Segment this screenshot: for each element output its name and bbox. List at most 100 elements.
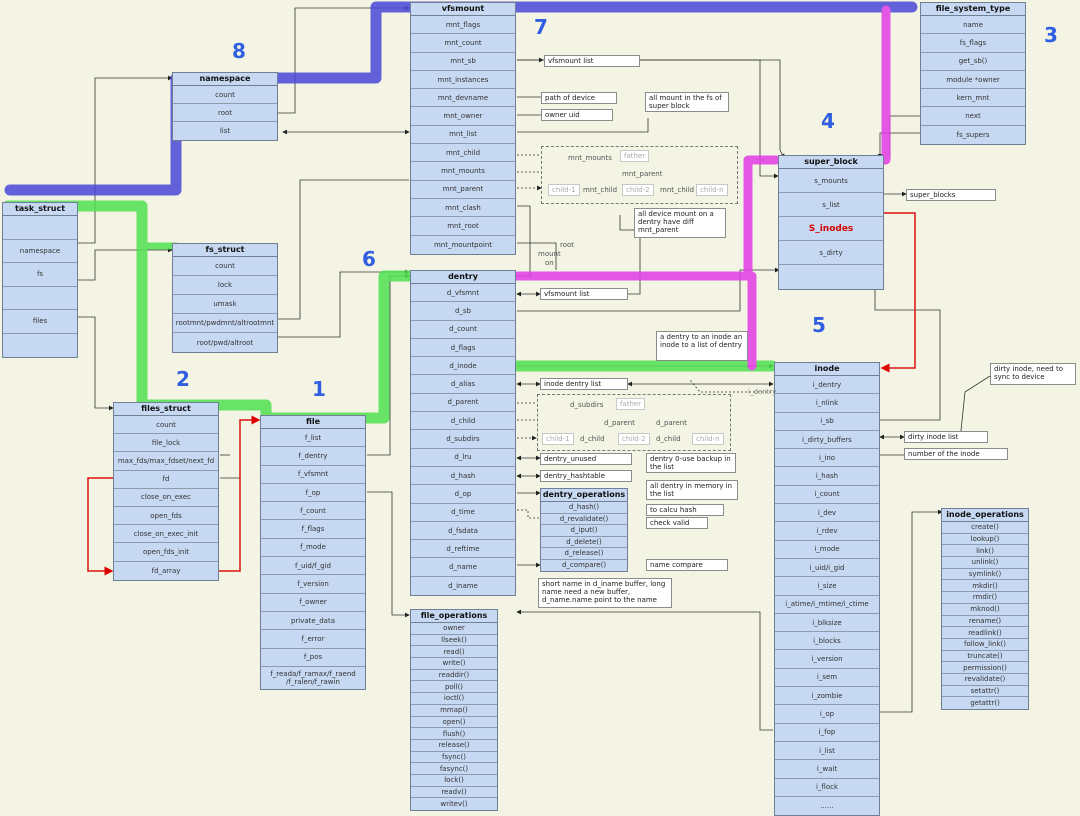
dentry-field: d_iname bbox=[448, 581, 478, 590]
fs-struct-title: fs_struct bbox=[173, 244, 277, 257]
file-system-type-field: next bbox=[921, 107, 1025, 126]
file-field: f_mode bbox=[261, 539, 365, 558]
file-operations-field: release() bbox=[411, 740, 497, 752]
super-block-field: s_list bbox=[779, 193, 883, 217]
dentry-field: d_fsdata bbox=[411, 522, 515, 541]
vfsmount-field: mnt_sb bbox=[411, 53, 515, 71]
note-name-compare: name compare bbox=[646, 559, 728, 571]
note-vfsmount-list: vfsmount list bbox=[544, 55, 640, 67]
vfsmount-field: mnt_count bbox=[411, 34, 515, 53]
file-field: f_op bbox=[261, 484, 365, 503]
file-field: f_version bbox=[261, 575, 365, 594]
inode-field: i_uid/i_gid bbox=[775, 559, 879, 578]
dentry-operations-field: d_compare() bbox=[561, 561, 607, 570]
fs-struct-field: lock bbox=[173, 276, 277, 295]
fs-struct-field: root/pwd/altroot bbox=[196, 338, 254, 347]
marker-2: 2 bbox=[176, 367, 190, 391]
note-inode-dentry-list: inode dentry list bbox=[540, 378, 628, 390]
mnt-tree-father: father bbox=[620, 150, 650, 162]
mnt-tree-childn: child-n bbox=[696, 184, 728, 196]
dentry-operations-field: d_revalidate() bbox=[541, 514, 627, 525]
file-system-type-field: module *owner bbox=[921, 71, 1025, 90]
dentry-field: d_reftime bbox=[411, 540, 515, 559]
inode-field: i_sem bbox=[775, 669, 879, 688]
file-operations-field: fasync() bbox=[411, 763, 497, 775]
task-struct-field bbox=[3, 216, 77, 240]
note-short-name: short name in d_iname buffer, long name … bbox=[538, 578, 672, 608]
inode-field: i_dev bbox=[775, 504, 879, 523]
dentry-field: d_vfsmnt bbox=[411, 284, 515, 303]
inode-operations-field: getattr() bbox=[970, 699, 1000, 708]
file-system-type-field: fs_supers bbox=[956, 130, 990, 139]
marker-3: 3 bbox=[1044, 23, 1058, 47]
inode-operations-field: permission() bbox=[942, 662, 1028, 674]
dentry-tree-box bbox=[537, 394, 731, 451]
super-block-field bbox=[779, 265, 883, 289]
dentry-field: d_lru bbox=[411, 449, 515, 467]
dentry-tree-childn: child-n bbox=[692, 433, 724, 445]
inode-field: i_blksize bbox=[775, 614, 879, 633]
dentry-field: d_name bbox=[411, 558, 515, 577]
mnt-tree-box bbox=[541, 146, 738, 204]
vfsmount-field: mnt_flags bbox=[411, 16, 515, 35]
file-operations-field: poll() bbox=[411, 681, 497, 694]
dentry-operations-title: dentry_operations bbox=[541, 489, 627, 502]
files-struct-field: file_lock bbox=[114, 434, 218, 453]
dentry-field: d_sb bbox=[411, 302, 515, 321]
fs-struct-field: count bbox=[173, 257, 277, 276]
files-struct-title: files_struct bbox=[114, 403, 218, 416]
file-field: f_error bbox=[261, 630, 365, 649]
namespace-field: list bbox=[219, 127, 231, 135]
inode-field: i_atime/i_mtime/i_ctime bbox=[775, 596, 879, 614]
mnt-tree-parent: mnt_parent bbox=[622, 170, 663, 178]
inode-field: i_flock bbox=[775, 779, 879, 797]
marker-8: 8 bbox=[232, 39, 246, 63]
inode-field: i_op bbox=[775, 705, 879, 724]
vfsmount-field: mnt_devname bbox=[411, 89, 515, 108]
file-operations-field: writev() bbox=[440, 800, 468, 809]
inode-operations-title: inode_operations bbox=[942, 509, 1028, 522]
file-operations-field: mmap() bbox=[411, 705, 497, 717]
file-system-type-field: name bbox=[921, 16, 1025, 35]
file-system-type-field: get_sb() bbox=[921, 53, 1025, 71]
vfsmount-field: mnt_parent bbox=[411, 181, 515, 199]
inode-field: i_fop bbox=[775, 724, 879, 742]
dentry-field: d_op bbox=[411, 485, 515, 504]
marker-7: 7 bbox=[534, 15, 548, 39]
inode-operations-field: setattr() bbox=[942, 686, 1028, 698]
inode-operations-field: follow_link() bbox=[942, 639, 1028, 651]
file-operations-field: read() bbox=[411, 646, 497, 659]
file-system-type-field: fs_flags bbox=[921, 34, 1025, 53]
dentry-tree-subdirs: d_subdirs bbox=[570, 401, 604, 409]
task-struct-field: fs bbox=[3, 263, 77, 287]
dentry-tree-parent-a: d_parent bbox=[604, 419, 635, 427]
inode-field: i_dentry bbox=[775, 376, 879, 395]
super-block-title: super_block bbox=[779, 156, 883, 169]
dentry-tree-child2: child-2 bbox=[618, 433, 650, 445]
note-check-valid: check valid bbox=[646, 517, 708, 529]
files-struct-field: open_fds bbox=[114, 507, 218, 526]
magenta-trail-a bbox=[501, 155, 781, 281]
vfsmount-field: mnt_instances bbox=[411, 71, 515, 90]
file-operations-field: open() bbox=[411, 717, 497, 729]
inode-field: i_sb bbox=[775, 413, 879, 431]
file-field: f_reada/f_ramax/f_raend /f_ralen/f_rawin bbox=[270, 669, 356, 686]
mnt-tree-mounts: mnt_mounts bbox=[568, 154, 612, 162]
note-all-dentry-memory: all dentry in memory in the list bbox=[646, 480, 738, 500]
file-field: f_pos bbox=[261, 649, 365, 667]
super-block-field: s_dirty bbox=[779, 241, 883, 265]
note-calcu-hash: to calcu hash bbox=[646, 504, 724, 516]
mnt-tree-child1: child-1 bbox=[548, 184, 580, 196]
files-struct-field: max_fds/max_fdset/next_fd bbox=[114, 452, 218, 471]
dentry-field: d_hash bbox=[411, 467, 515, 486]
fs-struct-field: umask bbox=[173, 295, 277, 314]
fs-struct-field: rootmnt/pwdmnt/altrootmnt bbox=[173, 314, 277, 333]
